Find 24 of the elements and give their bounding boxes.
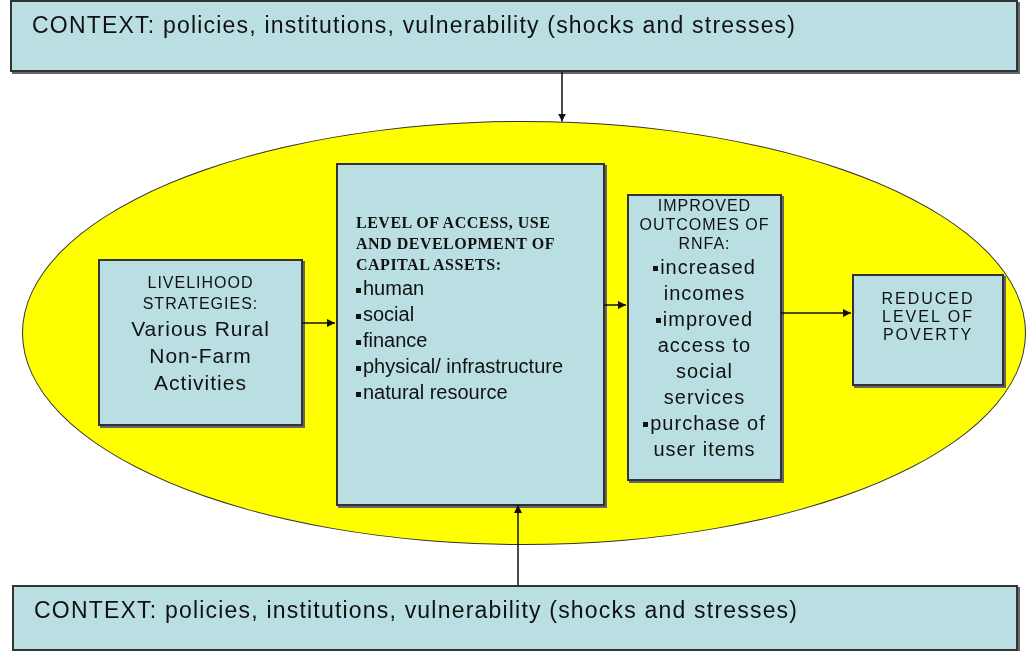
arrow <box>301 319 336 327</box>
bullet-item: human <box>356 275 589 302</box>
context-box <box>10 0 1018 72</box>
bullet-item: natural resource <box>356 379 589 406</box>
bullet-item: physical/ infrastructure <box>356 353 589 380</box>
heading-text: CONTEXT: policies, institutions, vulnerability (shocks and stresses) <box>31 11 798 40</box>
heading-text: LEVEL OF ACCESS, USE AND DEVELOPMENT OF CAPITAL ASSETS: <box>356 213 556 275</box>
heading-text: LIVELIHOOD STRATEGIES: <box>141 273 260 314</box>
heading-text: IMPROVED OUTCOMES OF RNFA: <box>638 196 771 254</box>
arrow <box>514 504 522 586</box>
bullet-item: social <box>356 301 589 328</box>
heading-text: CONTEXT: policies, institutions, vulnerability (shocks and stresses) <box>33 596 800 625</box>
process-box <box>336 163 605 506</box>
bullet-item: purchase of user items <box>635 409 774 462</box>
process-box <box>627 194 782 481</box>
context-box <box>12 585 1018 651</box>
heading-text: REDUCED LEVEL OF POVERTY <box>880 290 976 344</box>
arrow <box>603 301 627 309</box>
body-text: Various Rural Non-Farm Activities <box>130 315 271 397</box>
process-box <box>852 274 1004 386</box>
arrow <box>558 71 566 123</box>
bullet-item: finance <box>356 327 589 354</box>
process-box <box>98 259 303 426</box>
arrow <box>780 309 852 317</box>
